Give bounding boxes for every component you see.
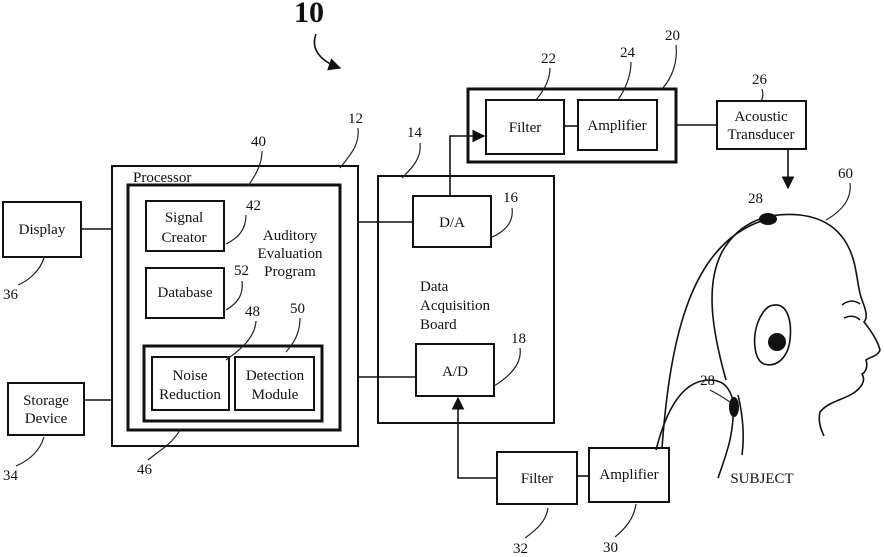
storage-device-block <box>8 383 84 435</box>
ref-30: 30 <box>603 540 618 556</box>
ref-40: 40 <box>251 134 266 150</box>
ad-label: A/D <box>442 364 468 380</box>
ref-32: 32 <box>513 541 528 557</box>
ref-12: 12 <box>348 111 363 127</box>
auditory-program-label-1: Auditory <box>263 228 318 244</box>
ref-18: 18 <box>511 331 526 347</box>
da-label: D/A <box>439 215 465 231</box>
auditory-program-label-3: Program <box>264 264 316 280</box>
leader-30 <box>615 504 636 537</box>
acoustic-transducer-label-2: Transducer <box>728 127 795 143</box>
ref-14: 14 <box>407 125 423 141</box>
electrode-top <box>759 213 777 225</box>
leader-28-neck <box>710 390 730 402</box>
signal-creator-label-1: Signal <box>165 210 203 226</box>
detection-module-label-2: Module <box>252 387 299 403</box>
noise-reduction-label-1: Noise <box>173 368 208 384</box>
leader-12 <box>340 128 358 168</box>
electrode-neck <box>729 397 739 417</box>
auditory-program-label-2: Evaluation <box>258 246 323 262</box>
ref-48: 48 <box>245 304 260 320</box>
ref-22: 22 <box>541 51 556 67</box>
amplifier-bottom-label: Amplifier <box>599 467 658 483</box>
ref-52: 52 <box>234 263 249 279</box>
ref-26: 26 <box>752 72 768 88</box>
ref-42: 42 <box>246 198 261 214</box>
detection-module-label-1: Detection <box>246 368 305 384</box>
subject-label: SUBJECT <box>730 471 793 487</box>
signal-creator-label-2: Creator <box>162 230 207 246</box>
storage-device-label-2: Device <box>25 411 68 427</box>
ref-50: 50 <box>290 301 305 317</box>
subject-neck-outline <box>738 395 743 455</box>
leader-34 <box>16 437 44 466</box>
subject-eyebrow <box>842 301 860 305</box>
figure-number: 10 <box>294 0 324 29</box>
storage-device-label-1: Storage <box>23 393 69 409</box>
database-label: Database <box>158 285 213 301</box>
ref-34: 34 <box>3 468 19 484</box>
noise-reduction-label-2: Reduction <box>159 387 221 403</box>
electrode-wire-lower-left <box>656 380 710 450</box>
amplifier-top-label: Amplifier <box>587 118 646 134</box>
ref-36: 36 <box>3 287 19 303</box>
leader-20 <box>662 45 676 89</box>
leader-32 <box>525 508 548 538</box>
ref-60: 60 <box>838 166 853 182</box>
leader-14 <box>402 143 420 178</box>
ref-46: 46 <box>137 462 153 478</box>
ear-insert-transducer <box>768 333 786 351</box>
daq-board-label-2: Acquisition <box>420 298 490 314</box>
filter-bottom-label: Filter <box>521 471 554 487</box>
ref-20: 20 <box>665 28 680 44</box>
subject-eye <box>844 316 860 320</box>
ref-16: 16 <box>503 190 519 206</box>
ref-28-top: 28 <box>748 191 763 207</box>
acoustic-transducer-label-1: Acoustic <box>734 109 788 125</box>
figure-pointer-arrow <box>314 34 340 68</box>
filter-top-label: Filter <box>509 120 542 136</box>
ref-28-neck: 28 <box>700 373 715 389</box>
daq-board-label-1: Data <box>420 279 449 295</box>
leader-60 <box>826 183 850 220</box>
leader-36 <box>18 258 44 285</box>
ref-24: 24 <box>620 45 636 61</box>
display-label: Display <box>19 222 66 238</box>
daq-board-label-3: Board <box>420 317 457 333</box>
